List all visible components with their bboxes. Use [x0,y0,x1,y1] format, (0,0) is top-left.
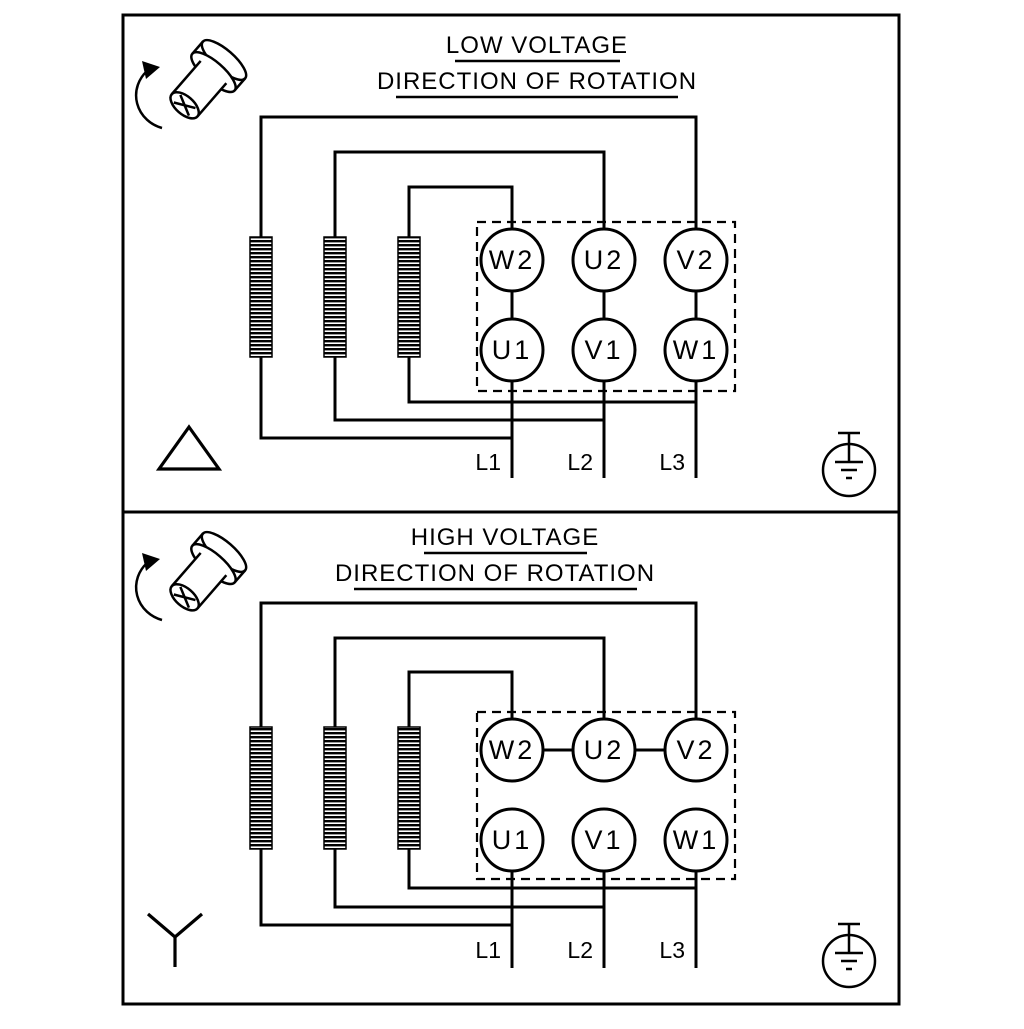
terminal-circle [663,807,729,873]
panel-title: LOW VOLTAGE [446,32,628,59]
terminal-label: U2 [584,245,625,275]
terminal-label: V1 [584,335,623,365]
rotation-arrowhead [142,553,160,571]
motor-shaft [169,530,248,612]
shaft-edge [170,552,202,587]
coil2-top-wire [333,150,606,237]
terminal-label: V2 [676,245,715,275]
rotation-arrowhead [142,61,160,79]
terminal-circle [479,317,545,383]
winding-coil-2 [323,236,347,358]
winding-coil-3 [397,236,421,358]
motor-shaft [169,38,248,120]
terminal-circle [571,317,637,383]
winding-coil-1 [249,236,273,358]
coil3-top-wire [407,185,514,237]
shaft-face-cross [179,586,191,609]
star-arm [146,912,177,939]
coil3-bottom-wire [407,849,696,890]
terminal-circle [663,317,729,383]
terminal-circle [479,807,545,873]
coil3-top-wire [407,670,514,727]
coil1-top-wire [259,601,698,727]
terminal-u1: U1 [479,317,545,383]
terminal-label: W2 [489,735,536,765]
shaft-edge [170,60,202,95]
delta-symbol-icon [155,424,223,471]
terminal-circle [479,227,545,293]
terminal-circle [571,717,637,783]
panel-subtitle: DIRECTION OF ROTATION [335,560,655,587]
terminal-w1: W1 [663,807,729,873]
supply-label-l2: L2 [567,449,593,475]
terminal-circle [663,717,729,783]
terminal-v1: V1 [571,807,637,873]
coil2-bottom-wire [333,357,604,422]
supply-label-l1: L1 [475,449,501,475]
terminal-w2: W2 [479,717,545,783]
terminal-box [475,710,737,881]
terminal-label: U1 [492,825,533,855]
terminal-label: V2 [676,735,715,765]
supply-label-l2: L2 [567,937,593,963]
panel-title: HIGH VOLTAGE [411,524,599,551]
terminal-label: U2 [584,735,625,765]
terminal-w1: W1 [663,317,729,383]
terminal-box [475,220,737,393]
terminal-label: V1 [584,825,623,855]
winding-coil-1 [249,726,273,850]
terminal-circle [571,227,637,293]
panel-high-voltage: HIGH VOLTAGE DIRECTION OF ROTATION [134,524,877,989]
coil1-top-wire [259,115,698,237]
outer-border [121,13,901,1006]
panel-low-voltage: LOW VOLTAGE DIRECTION OF ROTATION [134,32,877,498]
coil3-bottom-wire [407,357,696,404]
winding-coil-3 [397,726,421,850]
terminal-label: U1 [492,335,533,365]
supply-label-l3: L3 [659,937,685,963]
rotation-arrow [134,562,163,622]
shaft-edge [196,82,228,118]
rotation-arrow [134,70,163,130]
coil1-bottom-wire [259,849,512,927]
rotation-direction-icon [134,530,248,622]
winding-coil-2 [323,726,347,850]
terminal-u2: U2 [571,717,637,783]
terminal-label: W1 [673,335,720,365]
terminal-label: W2 [489,245,536,275]
terminal-circle [663,227,729,293]
coil1-bottom-wire [259,357,512,440]
terminal-label: W1 [673,825,720,855]
terminal-v2: V2 [663,717,729,783]
terminal-v1: V1 [571,317,637,383]
ground-icon [821,431,877,498]
terminal-circle [571,807,637,873]
star-symbol-icon [146,912,204,967]
rotation-direction-icon [134,38,248,130]
supply-label-l1: L1 [475,937,501,963]
terminal-u1: U1 [479,807,545,873]
terminal-w2: W2 [479,227,545,293]
terminal-v2: V2 [663,227,729,293]
supply-label-l3: L3 [659,449,685,475]
terminal-circle [479,717,545,783]
panel-subtitle: DIRECTION OF ROTATION [377,68,697,95]
ground-icon [821,922,877,989]
shaft-face-cross [179,94,191,117]
shaft-edge [196,574,228,610]
coil2-top-wire [333,636,606,727]
terminal-u2: U2 [571,227,637,293]
star-arm [173,912,204,939]
coil2-bottom-wire [333,849,604,909]
